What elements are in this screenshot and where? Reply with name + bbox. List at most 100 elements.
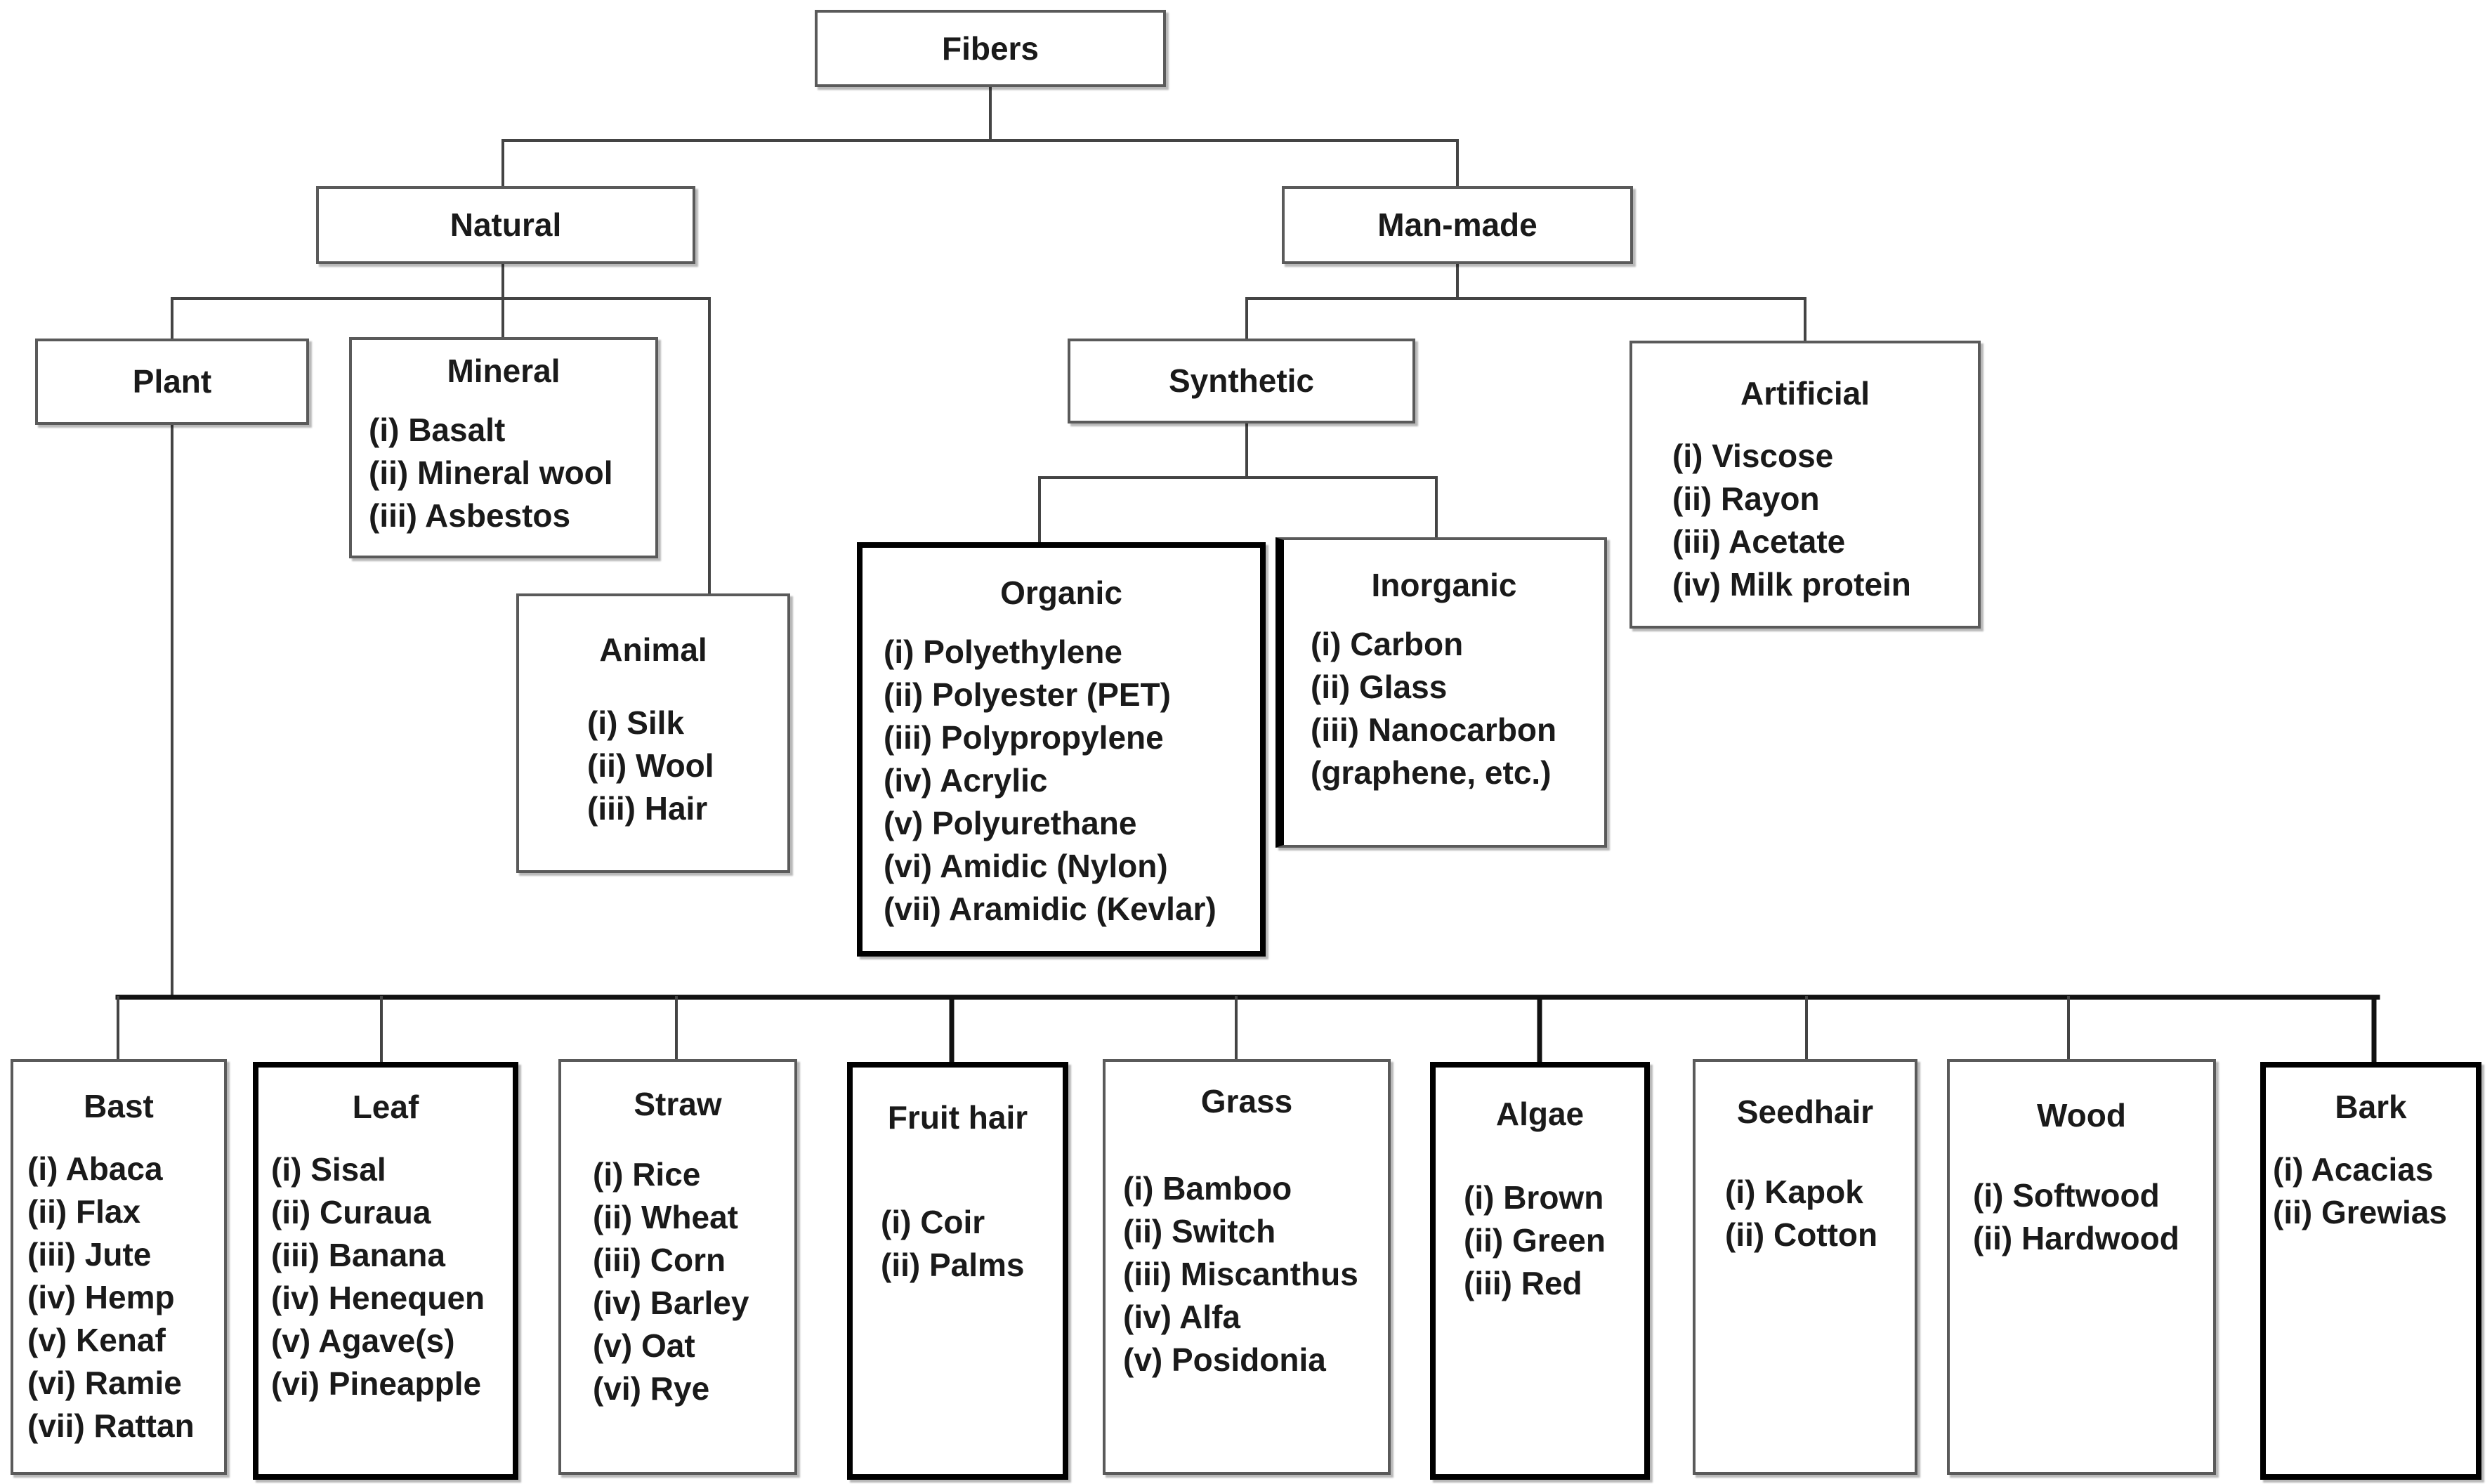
- list-item: (i) Rice: [593, 1156, 701, 1193]
- list-item: (v) Polyurethane: [884, 805, 1137, 841]
- list-item: (ii) Mineral wool: [369, 454, 613, 491]
- fruit-hair-title: Fruit hair: [887, 1099, 1028, 1136]
- wood-node: Wood (i) Softwood (ii) Hardwood: [1947, 1059, 2216, 1475]
- plant-label: Plant: [132, 363, 212, 400]
- algae-list: (i) Brown (ii) Green (iii) Red: [1464, 1176, 1606, 1305]
- list-item: (iii) Red: [1464, 1265, 1582, 1301]
- wood-title: Wood: [2037, 1097, 2126, 1134]
- list-item: (vi) Ramie: [27, 1365, 182, 1401]
- bark-node: Bark (i) Acacias (ii) Grewias: [2260, 1062, 2481, 1480]
- organic-title: Organic: [1000, 574, 1122, 611]
- list-item: (vii) Aramidic (Kevlar): [884, 891, 1217, 927]
- list-item: (ii) Grewias: [2273, 1194, 2447, 1230]
- list-item: (i) Softwood: [1973, 1177, 2160, 1214]
- synthetic-node: Synthetic: [1068, 339, 1415, 423]
- algae-title: Algae: [1495, 1096, 1585, 1132]
- seedhair-node: Seedhair (i) Kapok (ii) Cotton: [1693, 1059, 1917, 1475]
- mineral-list: (i) Basalt (ii) Mineral wool (iii) Asbes…: [369, 409, 613, 537]
- grass-list: (i) Bamboo (ii) Switch (iii) Miscanthus …: [1123, 1167, 1358, 1381]
- artificial-node: Artificial (i) Viscose (ii) Rayon (iii) …: [1629, 341, 1981, 629]
- list-item: (ii) Wheat: [593, 1199, 738, 1235]
- inorganic-title: Inorganic: [1371, 567, 1517, 603]
- list-item: (i) Sisal: [271, 1151, 386, 1188]
- list-item: (ii) Cotton: [1725, 1216, 1878, 1253]
- straw-title: Straw: [634, 1086, 722, 1122]
- synthetic-label: Synthetic: [1168, 362, 1315, 400]
- fruit-hair-node: Fruit hair (i) Coir (ii) Palms: [847, 1062, 1068, 1480]
- straw-list: (i) Rice (ii) Wheat (iii) Corn (iv) Barl…: [593, 1153, 749, 1410]
- mineral-node: Mineral (i) Basalt (ii) Mineral wool (ii…: [349, 337, 658, 558]
- list-item: (iii) Banana: [271, 1237, 445, 1273]
- list-item: (iv) Acrylic: [884, 762, 1048, 799]
- list-item: (i) Carbon: [1311, 626, 1464, 662]
- list-item: (iii) Nanocarbon: [1311, 711, 1557, 748]
- leaf-list: (i) Sisal (ii) Curaua (iii) Banana (iv) …: [271, 1148, 485, 1405]
- list-item: (i) Abaca: [27, 1150, 163, 1187]
- organic-node: Organic (i) Polyethylene (ii) Polyester …: [857, 542, 1266, 957]
- list-item: (i) Brown: [1464, 1179, 1604, 1216]
- artificial-title: Artificial: [1740, 375, 1870, 412]
- natural-node: Natural: [316, 186, 695, 264]
- leaf-node: Leaf (i) Sisal (ii) Curaua (iii) Banana …: [253, 1062, 518, 1480]
- man-made-node: Man-made: [1282, 186, 1633, 264]
- list-item: (iv) Hemp: [27, 1279, 175, 1315]
- fibers-label: Fibers: [941, 29, 1040, 67]
- bark-list: (i) Acacias (ii) Grewias: [2273, 1148, 2447, 1234]
- list-item: (iii) Polypropylene: [884, 719, 1164, 756]
- man-made-label: Man-made: [1377, 206, 1537, 244]
- fibers-node: Fibers: [815, 10, 1166, 87]
- bast-title: Bast: [84, 1088, 154, 1124]
- list-item: (graphene, etc.): [1311, 754, 1552, 791]
- list-item: (ii) Wool: [587, 747, 714, 784]
- list-item: (i) Silk: [587, 704, 685, 741]
- list-item: (i) Viscose: [1672, 438, 1834, 474]
- list-item: (v) Posidonia: [1123, 1341, 1326, 1378]
- animal-title: Animal: [599, 631, 707, 668]
- list-item: (i) Coir: [881, 1204, 985, 1240]
- straw-node: Straw (i) Rice (ii) Wheat (iii) Corn (iv…: [558, 1059, 797, 1475]
- list-item: (iii) Corn: [593, 1242, 726, 1278]
- list-item: (ii) Curaua: [271, 1194, 431, 1230]
- mineral-title: Mineral: [447, 353, 560, 389]
- list-item: (iv) Barley: [593, 1285, 749, 1321]
- list-item: (v) Oat: [593, 1327, 695, 1364]
- algae-node: Algae (i) Brown (ii) Green (iii) Red: [1430, 1062, 1650, 1480]
- list-item: (vi) Rye: [593, 1370, 710, 1407]
- list-item: (i) Kapok: [1725, 1174, 1863, 1210]
- leaf-title: Leaf: [352, 1089, 419, 1125]
- list-item: (ii) Switch: [1123, 1213, 1276, 1249]
- wood-list: (i) Softwood (ii) Hardwood: [1973, 1174, 2179, 1260]
- list-item: (ii) Flax: [27, 1193, 141, 1230]
- seedhair-list: (i) Kapok (ii) Cotton: [1725, 1171, 1877, 1256]
- list-item: (ii) Green: [1464, 1222, 1606, 1259]
- list-item: (vi) Amidic (Nylon): [884, 848, 1168, 884]
- list-item: (v) Kenaf: [27, 1322, 166, 1358]
- list-item: (iii) Hair: [587, 790, 708, 827]
- list-item: (iii) Jute: [27, 1236, 152, 1273]
- list-item: (iii) Miscanthus: [1123, 1256, 1358, 1292]
- list-item: (iv) Henequen: [271, 1280, 485, 1316]
- inorganic-node: Inorganic (i) Carbon (ii) Glass (iii) Na…: [1275, 537, 1607, 848]
- list-item: (ii) Palms: [881, 1247, 1025, 1283]
- list-item: (i) Basalt: [369, 412, 506, 448]
- grass-title: Grass: [1200, 1083, 1293, 1119]
- inorganic-list: (i) Carbon (ii) Glass (iii) Nanocarbon (…: [1311, 623, 1556, 794]
- bark-title: Bark: [2335, 1089, 2407, 1125]
- list-item: (v) Agave(s): [271, 1322, 455, 1359]
- bast-list: (i) Abaca (ii) Flax (iii) Jute (iv) Hemp…: [27, 1148, 195, 1447]
- list-item: (vi) Pineapple: [271, 1365, 482, 1402]
- list-item: (ii) Polyester (PET): [884, 676, 1171, 713]
- list-item: (ii) Hardwood: [1973, 1220, 2179, 1256]
- list-item: (iii) Acetate: [1672, 523, 1846, 560]
- animal-node: Animal (i) Silk (ii) Wool (iii) Hair: [516, 593, 790, 873]
- animal-list: (i) Silk (ii) Wool (iii) Hair: [587, 702, 714, 830]
- grass-node: Grass (i) Bamboo (ii) Switch (iii) Misca…: [1103, 1059, 1391, 1475]
- list-item: (iv) Milk protein: [1672, 566, 1911, 603]
- seedhair-title: Seedhair: [1736, 1094, 1874, 1130]
- bast-node: Bast (i) Abaca (ii) Flax (iii) Jute (iv)…: [11, 1059, 227, 1475]
- artificial-list: (i) Viscose (ii) Rayon (iii) Acetate (iv…: [1672, 435, 1911, 606]
- fruit-hair-list: (i) Coir (ii) Palms: [881, 1201, 1025, 1287]
- list-item: (vii) Rattan: [27, 1407, 195, 1444]
